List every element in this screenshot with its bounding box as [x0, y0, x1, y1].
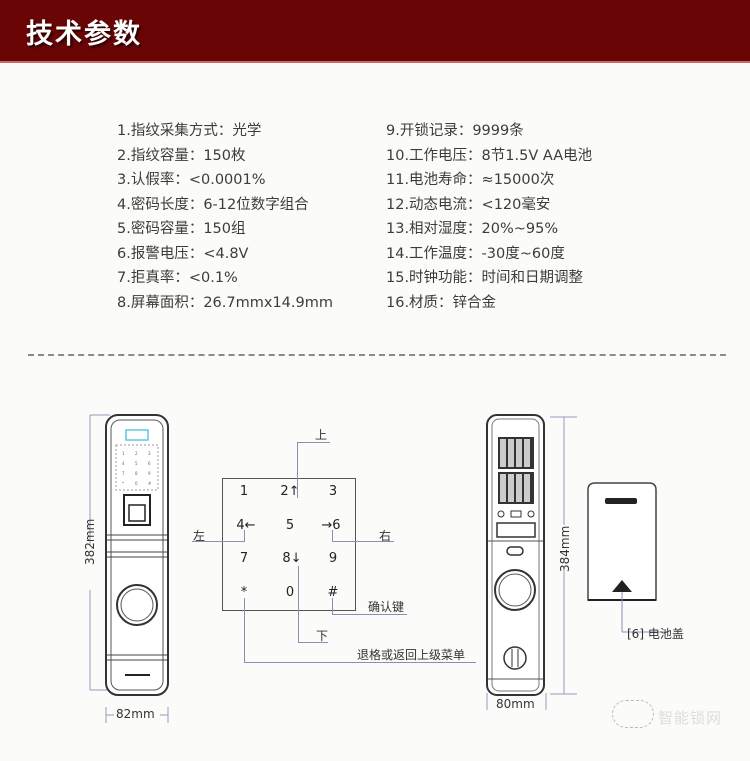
spec-list-left: 1.指纹采集方式：光学 2.指纹容量：150枚 3.认假率：<0.0001% 4…	[117, 119, 333, 315]
spec-item: 11.电池寿命：≈15000次	[386, 172, 555, 188]
key-star: *	[240, 585, 248, 600]
spec-item: 3.认假率：<0.0001%	[117, 172, 266, 188]
label-right: 右	[379, 529, 392, 543]
spec-item: 6.报警电压：<4.8V	[117, 245, 249, 262]
svg-text:*: *	[122, 481, 124, 486]
leader-line	[192, 541, 244, 542]
svg-text:5: 5	[135, 461, 138, 466]
spec-item: 15.时钟功能：时间和日期调整	[386, 270, 584, 286]
watermark: 智能锁网	[658, 709, 723, 727]
label-left: 左	[193, 529, 206, 543]
key-3: 3	[328, 484, 338, 499]
svg-text:1: 1	[122, 451, 125, 456]
spec-item: 8.屏幕面积：26.7mmx14.9mm	[117, 294, 333, 311]
back-height-label: 384mm	[558, 525, 572, 572]
key-8: 8↓	[282, 551, 302, 566]
label-up: 上	[315, 428, 328, 442]
spec-item: 14.工作温度：-30度~60度	[386, 245, 565, 262]
key-1: 1	[239, 484, 249, 499]
leader-line	[297, 442, 298, 498]
section-header: 技术参数	[0, 0, 750, 63]
leader-line	[244, 662, 476, 663]
svg-text:6: 6	[148, 461, 151, 466]
svg-text:2: 2	[135, 451, 138, 456]
label-back: 退格或返回上级菜单	[357, 648, 466, 662]
spec-item: 13.相对湿度：20%~95%	[386, 221, 559, 237]
key-0: 0	[285, 585, 295, 600]
svg-text:0: 0	[135, 481, 138, 486]
battery-cover-drawing	[587, 482, 665, 633]
front-height-label: 382mm	[83, 518, 97, 565]
spec-item: 9.开锁记录：9999条	[386, 123, 524, 139]
spec-item: 2.指纹容量：150枚	[117, 147, 246, 164]
spec-item: 4.密码长度：6-12位数字组合	[117, 196, 309, 213]
leader-line	[298, 566, 299, 642]
key-7: 7	[239, 551, 249, 566]
svg-text:#: #	[148, 481, 152, 486]
label-confirm: 确认键	[368, 600, 405, 614]
leader-line	[244, 530, 245, 542]
key-9: 9	[328, 551, 338, 566]
spec-list-right: 9.开锁记录：9999条 10.工作电压：8节1.5V AA电池 11.电池寿命…	[386, 119, 592, 315]
leader-line	[332, 530, 333, 542]
leader-line	[332, 541, 394, 542]
key-4: 4←	[236, 518, 256, 533]
svg-text:4: 4	[122, 461, 125, 466]
front-width-label: 82mm	[116, 707, 155, 721]
leader-line	[298, 642, 328, 643]
leader-line	[297, 442, 330, 443]
key-2: 2↑	[280, 484, 300, 499]
label-down: 下	[316, 629, 329, 643]
back-lock-drawing	[486, 414, 577, 710]
leader-line	[332, 598, 333, 614]
leader-line	[244, 598, 245, 662]
keypad-diagram	[222, 478, 356, 611]
leader-line	[332, 614, 407, 615]
key-hash: #	[327, 585, 339, 600]
spec-item: 16.材质：锌合金	[386, 294, 497, 311]
battery-cover-label: [6] 电池盖	[627, 627, 684, 641]
svg-text:8: 8	[135, 471, 138, 476]
section-title: 技术参数	[26, 19, 142, 50]
spec-item: 5.密码容量：150组	[117, 221, 246, 237]
key-5: 5	[285, 518, 295, 533]
cloud-icon	[612, 700, 654, 728]
spec-item: 12.动态电流：<120毫安	[386, 196, 551, 213]
dashed-divider	[28, 354, 726, 356]
spec-item: 7.拒真率：<0.1%	[117, 270, 238, 286]
front-lock-drawing: 1 2 3 4 5 6 7 8 9 * 0 #	[89, 414, 169, 723]
key-6: →6	[321, 518, 341, 533]
back-width-label: 80mm	[496, 697, 535, 711]
spec-item: 10.工作电压：8节1.5V AA电池	[386, 147, 593, 164]
svg-text:9: 9	[148, 471, 151, 476]
spec-item: 1.指纹采集方式：光学	[117, 123, 262, 139]
svg-text:3: 3	[148, 451, 151, 456]
svg-text:7: 7	[122, 471, 125, 476]
